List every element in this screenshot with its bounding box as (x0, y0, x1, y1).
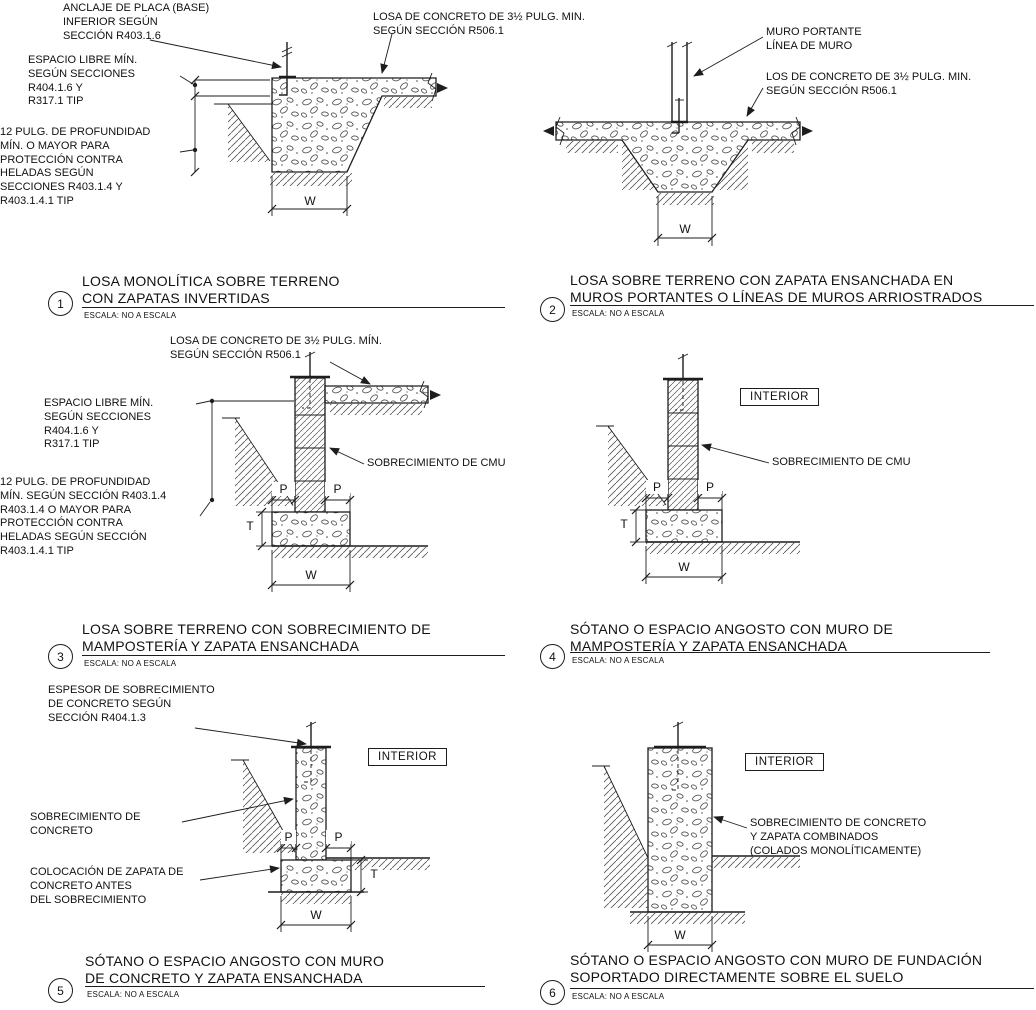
d5-interior-box: INTERIOR (368, 748, 447, 766)
detail-5-title: SÓTANO O ESPACIO ANGOSTO CON MURO DE CON… (85, 953, 385, 986)
d1-note-frost: 12 PULG. DE PROFUNDIDAD MÍN. O MAYOR PAR… (0, 126, 151, 207)
d4-note-stem: SOBRECIMIENTO DE CMU (772, 456, 911, 468)
d4-dim-p-right: P (698, 480, 722, 494)
detail-1-title-rule (82, 307, 505, 309)
d2-note-slab: LOS DE CONCRETO DE 3½ PULG. MIN. SEGÚN S… (766, 71, 972, 97)
detail-1-title: LOSA MONOLÍTICA SOBRE TERRENO CON ZAPATA… (82, 273, 340, 306)
d3-dim-w: W (296, 568, 326, 582)
detail-3-linework (195, 351, 441, 592)
detail-1-scale: ESCALA: NO A ESCALA (84, 311, 177, 320)
detail-5-number: 5 (48, 978, 73, 1003)
d3-note-stem: SOBRECIMIENTO DE CMU (367, 457, 506, 469)
d6-dim-w: W (665, 928, 695, 942)
detail-5-linework (181, 721, 430, 932)
d5-note-stem: SOBRECIMIENTO DE CONCRETO (30, 811, 141, 837)
detail-2-number: 2 (540, 297, 565, 322)
detail-2-scale: ESCALA: NO A ESCALA (572, 309, 665, 318)
d3-dim-p-right: P (325, 482, 350, 496)
d2-dim-w: W (670, 222, 700, 236)
d5-note-footing: COLOCACIÓN DE ZAPATA DE CONCRETO ANTES D… (30, 866, 184, 906)
d2-note-wall: MURO PORTANTE LÍNEA DE MURO (766, 26, 862, 52)
d5-dim-p-right: P (326, 830, 351, 844)
d3-dim-t: T (243, 519, 257, 533)
detail-2-title-rule (570, 305, 1034, 307)
detail-6-title-rule (570, 988, 1034, 990)
d1-note-anchor: ANCLAJE DE PLACA (BASE) INFERIOR SEGÚN S… (63, 2, 210, 42)
detail-5-scale: ESCALA: NO A ESCALA (87, 990, 180, 999)
detail-6-linework (592, 721, 800, 952)
d5-dim-t: T (367, 867, 381, 881)
d6-interior-box: INTERIOR (745, 753, 824, 771)
detail-1-number: 1 (48, 291, 73, 316)
d3-note-frost: 12 PULG. DE PROFUNDIDAD MÍN. SEGÚN SECCI… (0, 476, 167, 557)
d3-note-slab: LOSA DE CONCRETO DE 3½ PULG. MÍN. SEGÚN … (170, 335, 382, 361)
d1-dim-w: W (295, 194, 325, 208)
detail-4-scale: ESCALA: NO A ESCALA (572, 656, 665, 665)
detail-4-title: SÓTANO O ESPACIO ANGOSTO CON MURO DE MAM… (570, 621, 894, 654)
detail-4-title-rule (570, 652, 990, 654)
d3-dim-p-left: P (272, 482, 295, 496)
detail-1-linework (149, 33, 448, 216)
d5-dim-p-left: P (281, 830, 296, 844)
d4-dim-t: T (617, 517, 631, 531)
detail-2-linework (543, 36, 813, 246)
d5-note-thickness: ESPESOR DE SOBRECIMIENTO DE CONCRETO SEG… (48, 684, 215, 724)
d4-interior-box: INTERIOR (740, 388, 819, 406)
detail-4-number: 4 (540, 644, 565, 669)
detail-3-title: LOSA SOBRE TERRENO CON SOBRECIMIENTO DE … (82, 621, 431, 654)
detail-3-title-rule (82, 655, 505, 657)
d1-note-slab: LOSA DE CONCRETO DE 3½ PULG. MIN. SEGÚN … (373, 11, 585, 37)
detail-3-scale: ESCALA: NO A ESCALA (84, 659, 177, 668)
d3-note-clearance: ESPACIO LIBRE MÍN. SEGÚN SECCIONES R404.… (44, 397, 154, 451)
d4-dim-p-left: P (646, 480, 668, 494)
detail-6-number: 6 (540, 980, 565, 1005)
d4-dim-w: W (669, 560, 699, 574)
d5-dim-w: W (301, 908, 331, 922)
detail-2-title: LOSA SOBRE TERRENO CON ZAPATA ENSANCHADA… (570, 272, 983, 305)
d1-note-clearance: ESPACIO LIBRE MÍN. SEGÚN SECCIONES R404.… (28, 54, 138, 108)
detail-5-title-rule (85, 986, 485, 988)
detail-4-linework (596, 353, 800, 584)
detail-6-title: SÓTANO O ESPACIO ANGOSTO CON MURO DE FUN… (570, 952, 983, 985)
detail-6-scale: ESCALA: NO A ESCALA (572, 992, 665, 1001)
d6-note-stem: SOBRECIMIENTO DE CONCRETO Y ZAPATA COMBI… (750, 817, 927, 857)
detail-3-number: 3 (48, 644, 73, 669)
